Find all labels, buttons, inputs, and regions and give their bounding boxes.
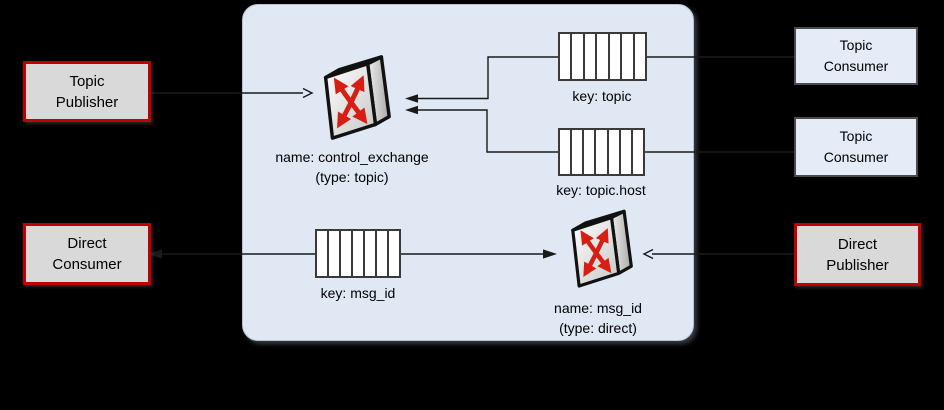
queue-slot [560,34,573,79]
topic-consumer-2-box: Topic Consumer [794,117,918,177]
queue-slot [377,231,389,276]
node-label: Topic Consumer [823,128,889,165]
queue-slot [353,231,365,276]
queue-slot [634,34,645,79]
queue-slot [620,130,633,174]
queue-slot [341,231,353,276]
node-label: Direct Consumer [52,235,122,273]
queue-msgid-label: key: msg_id [320,285,396,301]
exchange-type: (type: topic) [315,169,389,185]
msgid-exchange-label: name: msg_id (type: direct) [498,298,698,338]
open-arrowhead-right-icon [302,87,314,99]
queue-msgid [315,229,401,278]
queue-slot [622,34,635,79]
queue-slot [596,130,609,174]
queue-topic-host-label: key: topic.host [556,182,646,198]
open-arrowhead-left-icon [642,248,654,260]
direct-consumer-box: Direct Consumer [23,223,151,285]
queue-slot [632,130,643,174]
queue-slot [597,34,610,79]
queue-slot [560,130,573,174]
control-exchange-label: name: control_exchange (type: topic) [232,147,472,187]
binding-queue-topic-host-to-exchange [417,109,558,153]
msgid-exchange-icon [562,206,634,294]
direct-publisher-box: Direct Publisher [794,223,921,286]
node-label: Topic Publisher [55,72,119,111]
queue-slot [584,34,598,79]
queue-slot [389,231,399,276]
exchange-name: name: msg_id [554,300,642,316]
solid-arrowhead-left-icon [405,94,418,103]
queue-slot [317,231,329,276]
solid-arrowhead-left-icon [148,249,162,259]
exchange-name: name: control_exchange [275,149,429,165]
node-label: Topic Consumer [823,37,889,74]
binding-queue-topic-to-exchange [417,56,558,100]
queue-slot [365,231,377,276]
topic-publisher-box: Topic Publisher [23,61,151,122]
queue-topic [558,32,647,81]
control-exchange-icon [312,54,394,144]
queue-slot [329,231,341,276]
topic-consumer-1-box: Topic Consumer [794,27,918,85]
queue-topic-host [558,128,645,176]
exchange-type: (type: direct) [559,320,637,336]
queue-slot [609,34,623,79]
queue-topic-label: key: topic [572,88,632,104]
queue-slot [584,130,597,174]
solid-arrowhead-left-icon [405,105,418,115]
solid-arrowhead-right-icon [543,249,557,259]
queue-slot [572,130,585,174]
node-label: Direct Publisher [826,235,889,274]
queue-slot [572,34,585,79]
queue-slot [608,130,621,174]
